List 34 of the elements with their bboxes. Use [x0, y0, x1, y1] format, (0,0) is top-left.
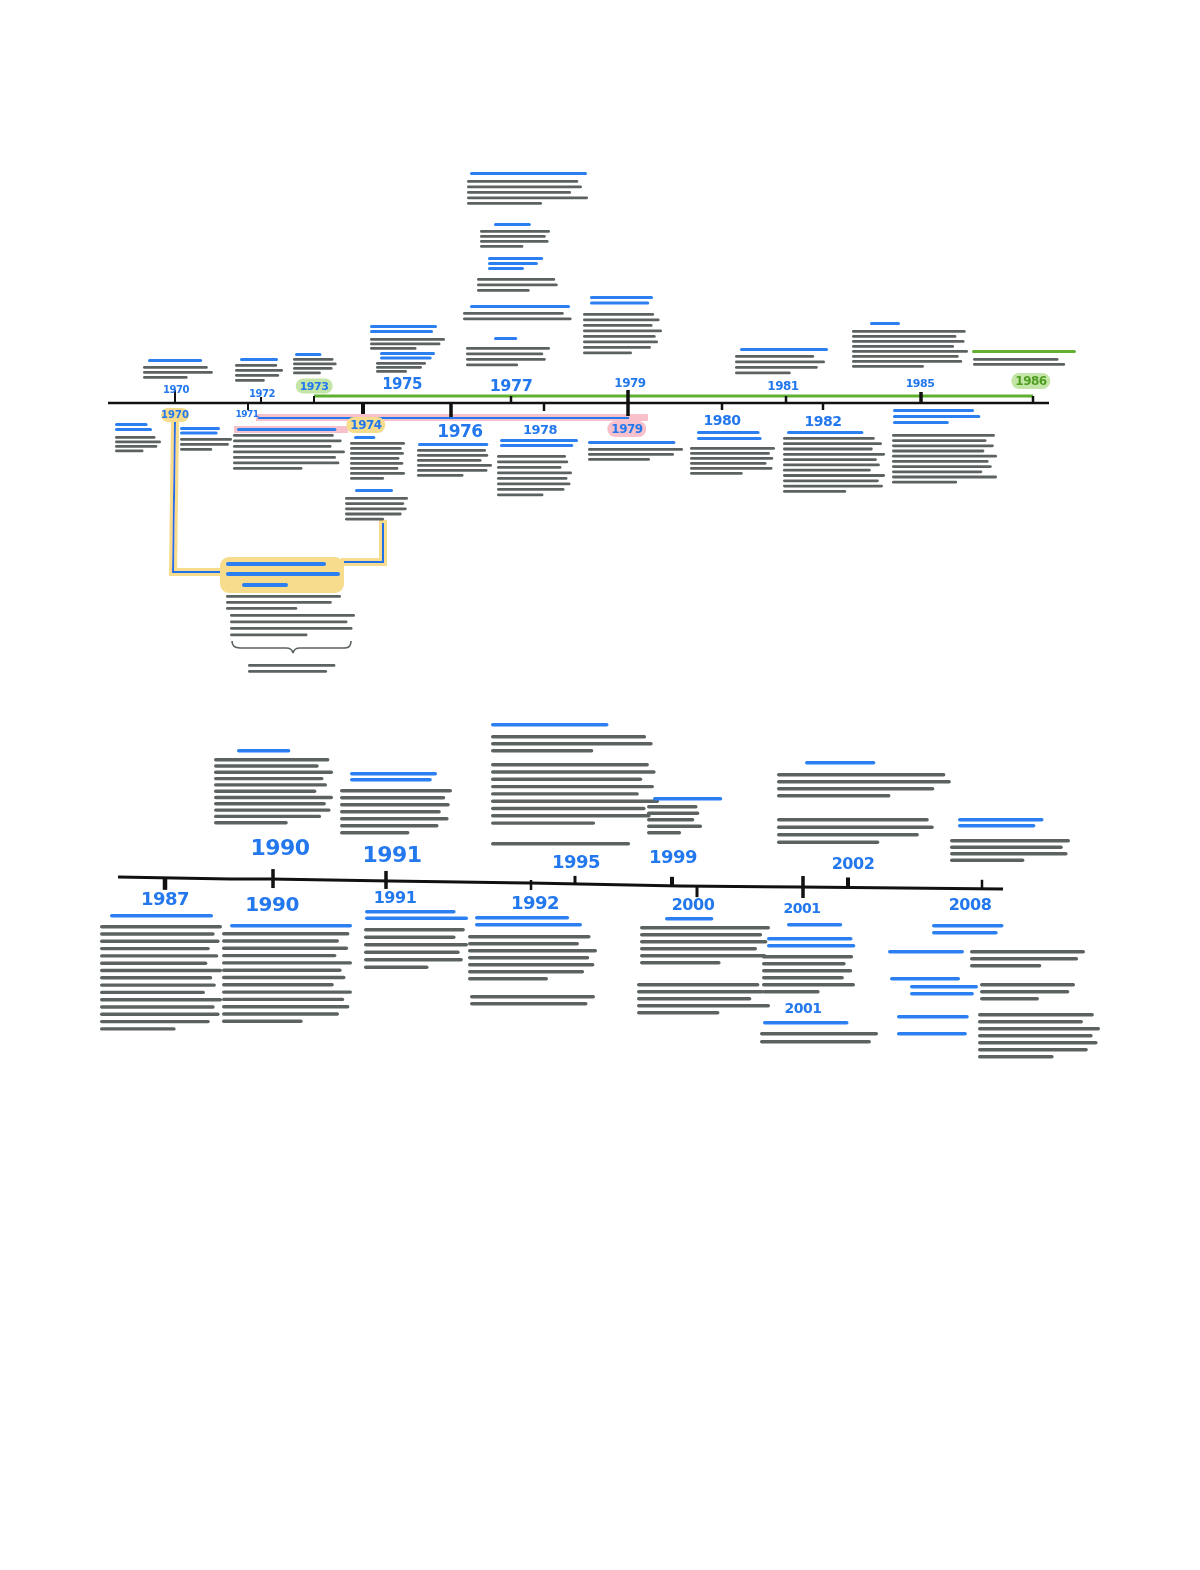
connector-line: [172, 421, 221, 573]
year-label: 1976: [437, 422, 483, 440]
year-label: 2000: [671, 897, 715, 913]
year-label: 1982: [804, 414, 842, 428]
year-label: 1973: [295, 378, 333, 394]
year-label: 1987: [140, 890, 190, 908]
year-label: 1970: [161, 408, 189, 422]
year-label: 1978: [522, 422, 558, 436]
year-label: 2001: [784, 1001, 822, 1015]
year-label: 1979: [607, 421, 647, 437]
year-label: 1991: [373, 890, 417, 906]
year-label: 1971: [235, 409, 259, 419]
year-label: 1980: [703, 413, 741, 427]
year-label: 1995: [551, 853, 601, 871]
year-label: 2008: [948, 897, 992, 913]
year-label: 2002: [831, 856, 875, 872]
year-label: 1974: [346, 417, 386, 433]
year-label: 1991: [362, 844, 422, 866]
year-label: 1979: [614, 377, 646, 389]
year-label: 1985: [905, 377, 935, 389]
highlighted-box: [220, 557, 344, 593]
year-label: 1972: [249, 389, 275, 399]
year-label: 1992: [510, 894, 560, 912]
illegible-text-block: [345, 489, 409, 523]
connector-line: [343, 522, 384, 563]
year-label: 2001: [783, 901, 821, 915]
year-label: 1999: [648, 848, 698, 866]
year-label: 1981: [767, 380, 799, 392]
year-label: 1986: [1011, 373, 1051, 389]
year-label: 1990: [250, 837, 310, 859]
year-label: 1975: [382, 376, 422, 392]
year-label: 1990: [245, 894, 299, 914]
year-label: 1970: [163, 385, 189, 395]
year-label: 1977: [489, 378, 533, 394]
